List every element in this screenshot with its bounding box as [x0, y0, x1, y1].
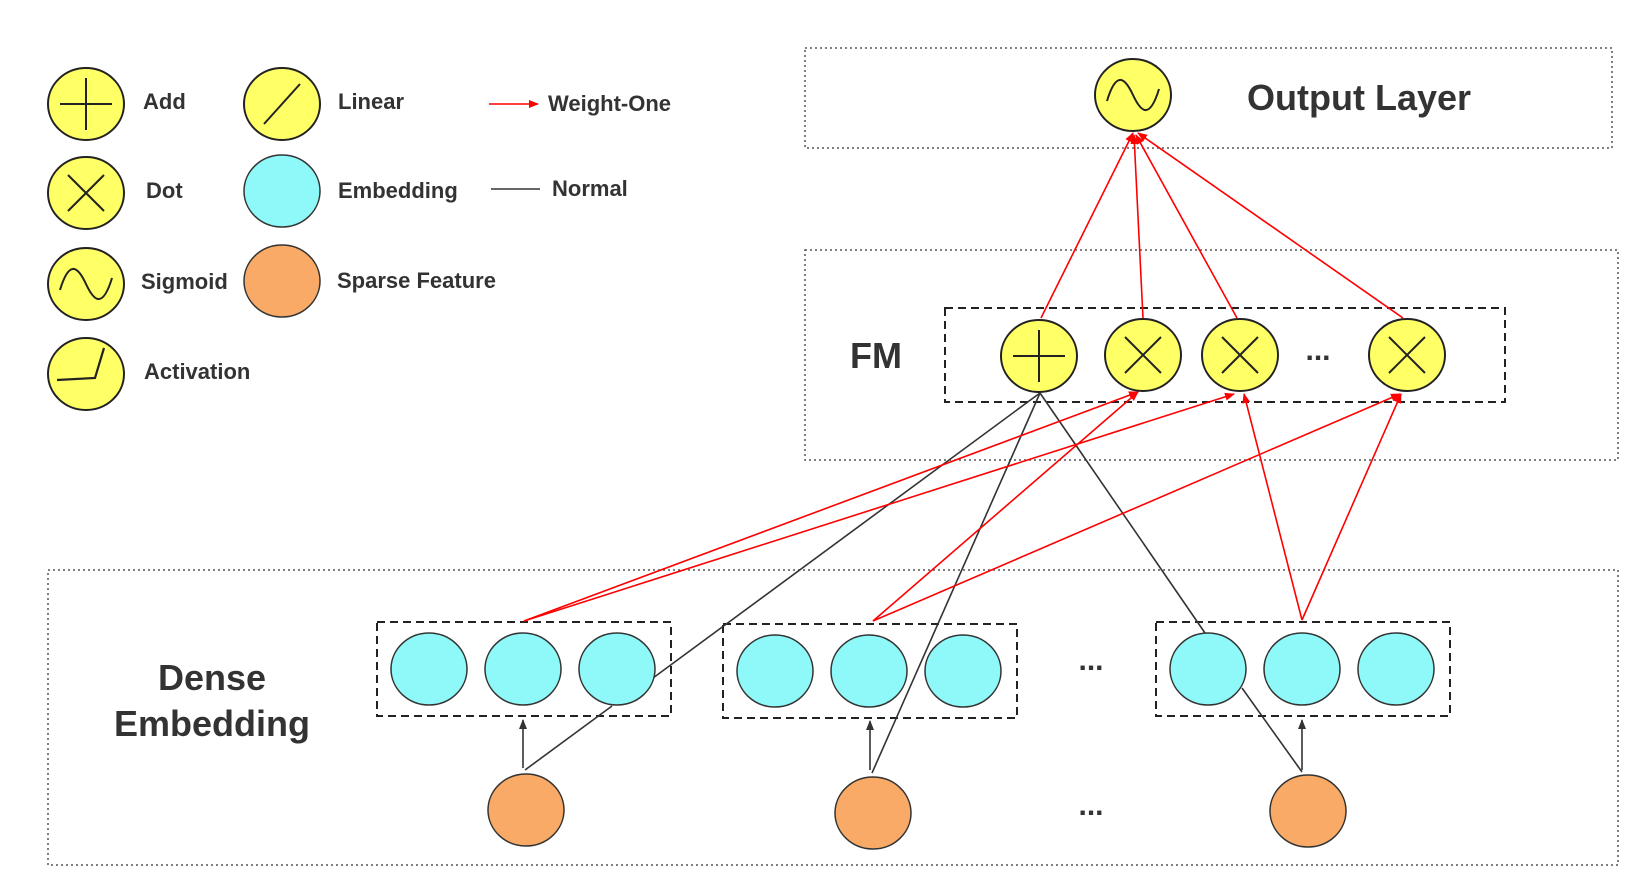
legend-add: Add — [47, 67, 186, 141]
fm-layer-title: FM — [850, 335, 902, 376]
fm-dot-node-3 — [1368, 318, 1446, 392]
dense-embedding-title-line2: Embedding — [114, 703, 310, 744]
embedding-group-3 — [1155, 621, 1451, 717]
fm-node-group — [944, 307, 1506, 403]
legend-weight-one: Weight-One — [489, 91, 671, 116]
sparse-ellipsis: ... — [1078, 789, 1103, 822]
legend-sparse-feature-label: Sparse Feature — [337, 268, 496, 293]
legend-add-label: Add — [143, 89, 186, 114]
sigmoid-icon — [59, 267, 113, 301]
sparse-feature-nodes — [487, 773, 1347, 850]
dense-embedding-panel — [47, 569, 1619, 866]
legend-activation-label: Activation — [144, 359, 250, 384]
embedding-node — [924, 634, 1002, 708]
embedding-nodes — [390, 632, 1435, 708]
embedding-node — [484, 632, 562, 706]
plus-icon — [60, 78, 112, 130]
embedding-ellipsis: ... — [1078, 644, 1103, 677]
embedding-node — [1357, 632, 1435, 706]
cross-icon — [1124, 336, 1162, 374]
sigmoid-icon — [1106, 78, 1160, 112]
dense-embedding-title-line1: Dense — [158, 657, 266, 698]
cross-icon — [1221, 336, 1259, 374]
embedding-group-1 — [376, 621, 672, 717]
weight-one-edges — [523, 132, 1404, 622]
linear-icon — [263, 83, 301, 125]
legend-embedding-label: Embedding — [338, 178, 458, 203]
cross-icon — [1388, 336, 1426, 374]
activation-icon — [56, 347, 106, 382]
fm-add-node — [1000, 319, 1078, 393]
legend-dot: Dot — [47, 156, 183, 230]
legend-linear-label: Linear — [338, 89, 404, 114]
embedding-node — [830, 634, 908, 708]
embedding-node — [578, 632, 656, 706]
embedding-node — [1263, 632, 1341, 706]
output-layer-title: Output Layer — [1247, 77, 1471, 118]
embedding-node — [390, 632, 468, 706]
fm-layer-panel — [804, 249, 1619, 461]
embedding-node — [736, 634, 814, 708]
cross-icon — [67, 174, 105, 212]
normal-arrows — [519, 719, 1306, 770]
legend-normal-label: Normal — [552, 176, 628, 201]
fm-dot-node-1 — [1104, 318, 1182, 392]
sparse-feature-node — [487, 773, 565, 847]
legend-sigmoid-label: Sigmoid — [141, 269, 228, 294]
legend-normal: Normal — [491, 176, 628, 201]
legend-dot-label: Dot — [146, 178, 183, 203]
legend-sparse-feature: Sparse Feature — [243, 244, 496, 318]
plus-icon — [1013, 330, 1065, 382]
embedding-node — [1169, 632, 1247, 706]
legend: Add Dot Sigmoid Activation Linear — [47, 67, 671, 411]
embedding-group-2 — [722, 623, 1018, 719]
output-sigmoid-node — [1094, 58, 1172, 132]
fm-dot-node-2 — [1201, 318, 1279, 392]
legend-activation: Activation — [47, 337, 250, 411]
sparse-feature-node — [1269, 774, 1347, 848]
legend-embedding: Embedding — [243, 154, 458, 228]
legend-sigmoid: Sigmoid — [47, 247, 228, 321]
output-layer-panel — [804, 47, 1613, 149]
legend-linear: Linear — [243, 67, 404, 141]
legend-weight-one-label: Weight-One — [548, 91, 671, 116]
fm-ellipsis: ... — [1305, 334, 1330, 367]
sparse-feature-node — [834, 776, 912, 850]
